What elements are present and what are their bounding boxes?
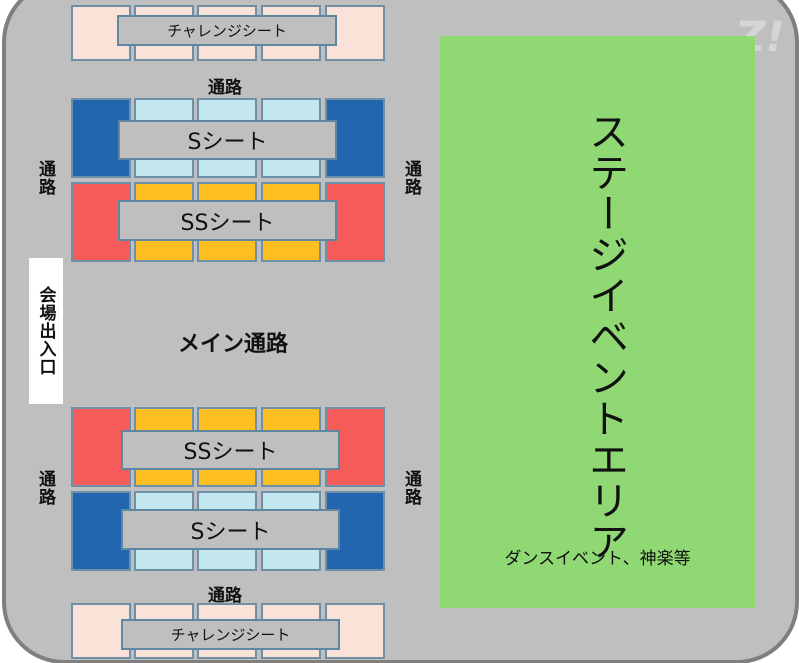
entrance-label: 会場出入口 [35, 286, 56, 376]
seat-label: チャレンジシート [117, 15, 337, 46]
stage-area-title: ステージイベントエリア [582, 111, 628, 562]
aisle-label-left-upper: 通路 [35, 160, 55, 196]
seat-label: Sシート [121, 509, 340, 550]
seat-section [325, 182, 385, 262]
aisle-label-right-lower: 通路 [401, 470, 421, 506]
aisle-label-bottom: 通路 [208, 586, 242, 606]
seat-label: チャレンジシート [121, 619, 340, 650]
entrance: 会場出入口 [29, 258, 63, 404]
seat-label: Sシート [118, 120, 337, 160]
stage-area: ステージイベントエリア ダンスイベント、神楽等 [440, 36, 755, 608]
main-aisle-label: メイン通路 [178, 332, 289, 357]
aisle-label-left-lower: 通路 [35, 470, 55, 506]
seat-label: SSシート [118, 200, 337, 241]
seat-label: SSシート [121, 430, 340, 470]
aisle-label-top: 通路 [208, 78, 242, 98]
stage-area-note: ダンスイベント、神楽等 [504, 549, 691, 569]
aisle-label-right-upper: 通路 [401, 160, 421, 196]
